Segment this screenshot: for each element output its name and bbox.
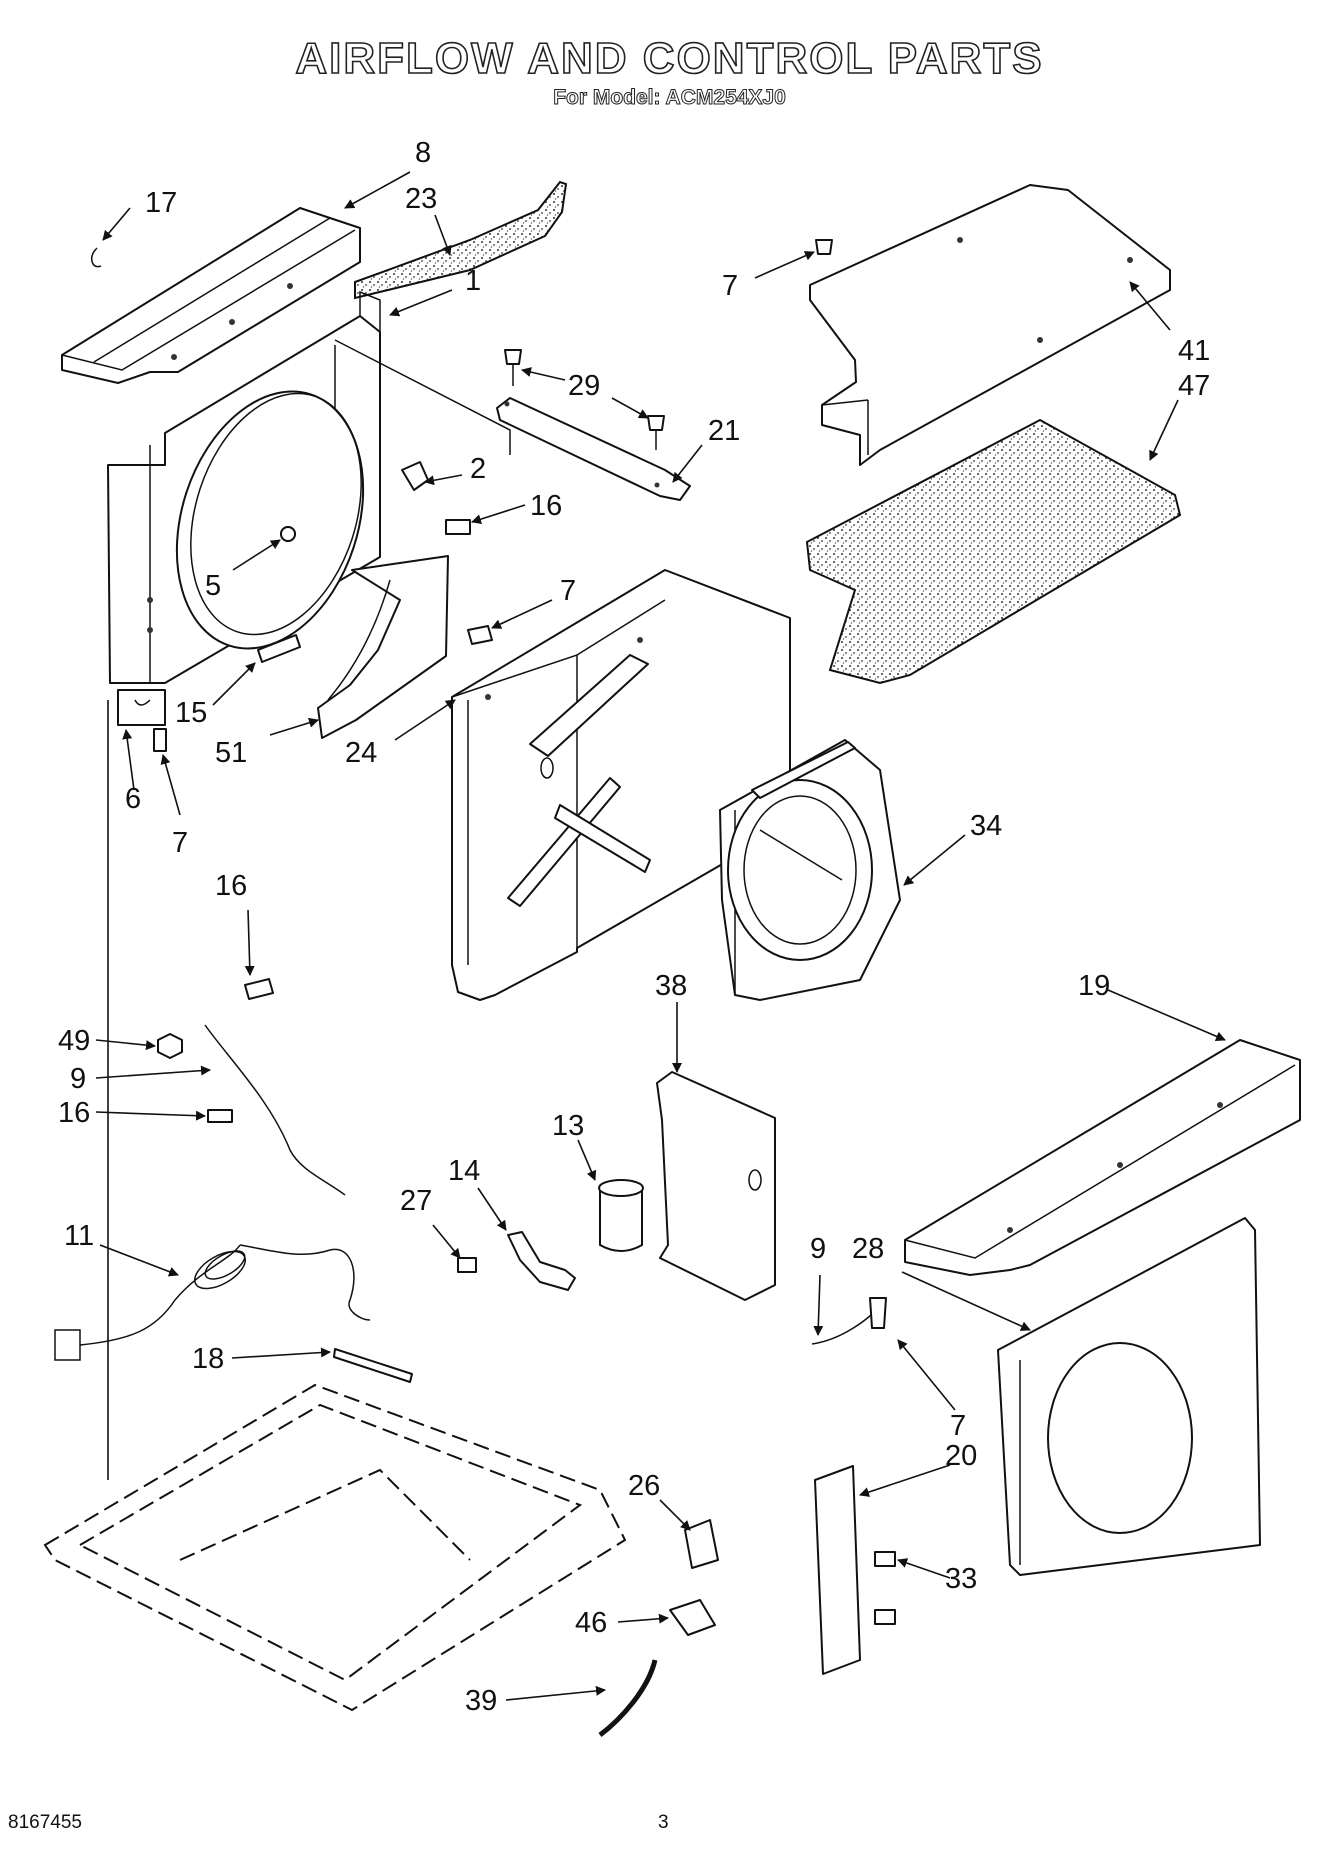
part-39-tube [598, 1659, 658, 1737]
document-number: 8167455 [8, 1812, 82, 1833]
callout-27: 27 [400, 1185, 432, 1217]
part-7-screw-b [153, 728, 167, 752]
part-38-control-bracket [656, 1071, 776, 1301]
callout-18: 18 [192, 1343, 224, 1375]
callout-21: 21 [708, 415, 740, 447]
callout-11: 11 [64, 1220, 94, 1252]
callout-16: 16 [530, 490, 562, 522]
callout-17: 17 [145, 187, 177, 219]
page-number: 3 [658, 1812, 669, 1833]
part-15-bracket [257, 634, 301, 663]
part-24-bulkhead [451, 569, 791, 1001]
part-18-cable-tie [333, 1348, 413, 1383]
part-29-screw [504, 349, 665, 450]
part-2-clip [401, 461, 429, 491]
callout-20: 20 [945, 1440, 977, 1472]
part-5-nut [280, 526, 296, 542]
part-23-gasket [354, 180, 568, 300]
callout-34: 34 [970, 810, 1002, 842]
part-7-screw-d [869, 1297, 887, 1329]
part-34-blower-housing [719, 739, 901, 1001]
callout-7: 7 [560, 575, 576, 607]
callout-14: 14 [448, 1155, 480, 1187]
part-7-screw-c [815, 239, 833, 255]
callout-7: 7 [722, 270, 738, 302]
diagram-title: AIRFLOW AND CONTROL PARTS [295, 33, 1044, 84]
model-subtitle: For Model: ACM254XJ0 [553, 86, 787, 110]
part-49-nut [157, 1033, 183, 1059]
callout-19: 19 [1078, 970, 1110, 1002]
part-8-top-rail [61, 207, 361, 384]
part-9-ground-wire [204, 1024, 346, 1196]
callout-47: 47 [1178, 370, 1210, 402]
part-20-bracket [814, 1465, 861, 1675]
callout-39: 39 [465, 1685, 497, 1717]
part-47-filter [805, 418, 1182, 685]
part-19-panel [904, 1039, 1301, 1276]
callout-24: 24 [345, 737, 377, 769]
callout-16: 16 [58, 1097, 90, 1129]
leader-lines [95, 171, 1226, 1701]
part-16-screw-low [207, 1109, 233, 1123]
callout-7: 7 [172, 827, 188, 859]
callout-23: 23 [405, 183, 437, 215]
callout-15: 15 [175, 697, 207, 729]
part-51-vane [317, 555, 449, 739]
callout-labels: 8 23 17 1 29 21 2 16 5 7 15 51 24 6 7 7 … [58, 137, 1210, 1717]
callout-51: 51 [215, 737, 247, 769]
callout-16: 16 [215, 870, 247, 902]
callout-7: 7 [950, 1410, 966, 1442]
callout-26: 26 [628, 1470, 660, 1502]
callout-41: 41 [1178, 335, 1210, 367]
callout-9: 9 [70, 1063, 86, 1095]
part-11-power-cord [54, 1244, 371, 1361]
part-16-screw-mid [244, 978, 274, 1000]
callout-46: 46 [575, 1607, 607, 1639]
callout-6: 6 [125, 783, 141, 815]
part-16-screw-top [445, 519, 471, 535]
base-pan [43, 1383, 627, 1712]
callout-29: 29 [568, 370, 600, 402]
callout-13: 13 [552, 1110, 584, 1142]
callout-9: 9 [810, 1233, 826, 1265]
part-6-bracket [117, 689, 166, 726]
part-7-screw-a [467, 625, 493, 645]
part-14-strap [507, 1231, 576, 1291]
part-13-capacitor [598, 1179, 644, 1252]
callout-49: 49 [58, 1025, 90, 1057]
part-26-switch [684, 1519, 719, 1569]
part-27-screw [457, 1257, 477, 1273]
part-17-clip [90, 247, 102, 268]
part-33-screw-a [874, 1551, 896, 1567]
part-46-thermistor [669, 1599, 716, 1636]
callout-1: 1 [465, 265, 481, 297]
part-21-bracket [496, 397, 691, 501]
callout-8: 8 [415, 137, 431, 169]
callout-2: 2 [470, 453, 486, 485]
part-33-screw-b [874, 1609, 896, 1625]
part-1-fan-shroud [107, 290, 511, 684]
part-28-front-panel [997, 1217, 1261, 1576]
callout-28: 28 [852, 1233, 884, 1265]
part-41-cover [809, 184, 1171, 466]
callout-5: 5 [205, 570, 221, 602]
callout-38: 38 [655, 970, 687, 1002]
callout-33: 33 [945, 1563, 977, 1595]
